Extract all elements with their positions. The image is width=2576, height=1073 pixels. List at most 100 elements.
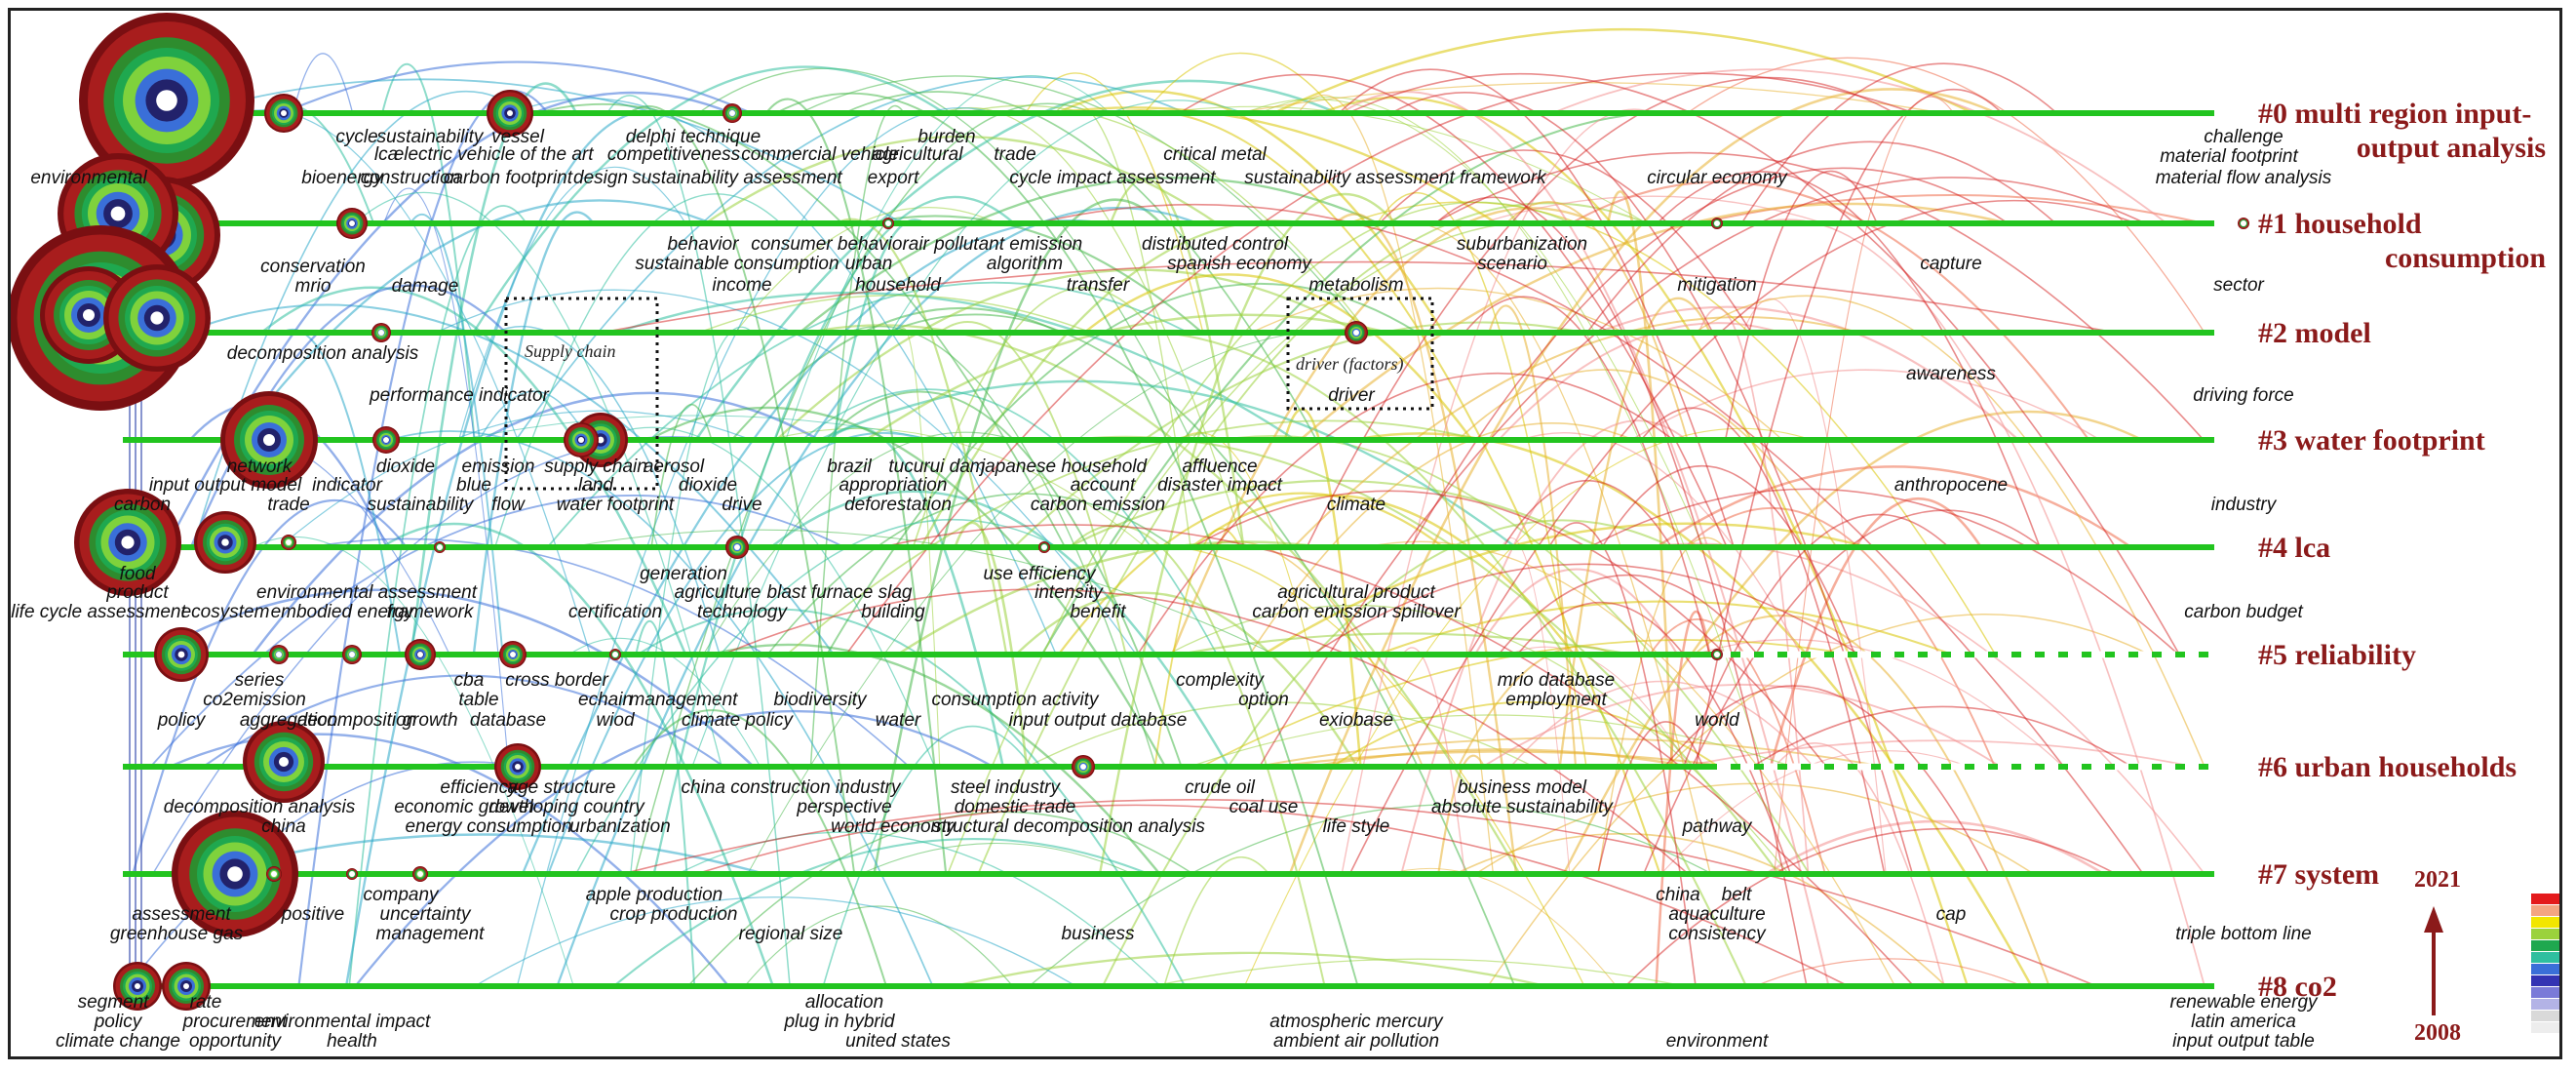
keyword-node[interactable] — [113, 962, 162, 1011]
keyword-node[interactable] — [243, 721, 325, 803]
keyword-node[interactable] — [1345, 321, 1368, 344]
keyword-node[interactable] — [1072, 755, 1095, 778]
keyword-label: consistency — [1668, 924, 1767, 944]
citation-arc — [860, 842, 1133, 875]
citation-arc — [954, 521, 1029, 768]
citation-arc — [1464, 296, 1711, 656]
citation-arc — [292, 53, 354, 114]
keyword-node[interactable] — [346, 868, 358, 880]
keyword-node[interactable] — [609, 649, 621, 660]
keyword-node[interactable] — [1711, 218, 1723, 229]
keyword-node[interactable] — [1038, 541, 1050, 553]
citation-arc — [606, 95, 791, 987]
keyword-node[interactable] — [722, 103, 742, 123]
citation-arc — [1057, 492, 1444, 656]
citation-arc — [1597, 536, 1726, 875]
keyword-label: developing country — [488, 797, 645, 817]
citation-arc — [1694, 615, 2050, 987]
keyword-node[interactable] — [487, 90, 533, 137]
citation-arc — [695, 804, 1850, 987]
keyword-label: positive — [281, 904, 344, 925]
keyword-node[interactable] — [336, 208, 368, 239]
citation-arc — [494, 193, 782, 548]
citation-arc — [1338, 68, 1735, 548]
keyword-label: life style — [1323, 816, 1390, 837]
keyword-label: ambient air pollution — [1273, 1031, 1439, 1052]
citation-arc — [1152, 958, 1685, 987]
supply-chain-box — [504, 297, 659, 491]
citation-arc — [960, 104, 1369, 334]
citation-arc — [1035, 203, 2144, 875]
legend-swatch — [2531, 940, 2559, 951]
keyword-node[interactable] — [564, 422, 599, 457]
keyword-label: cross border — [505, 670, 608, 691]
keyword-node[interactable] — [220, 391, 318, 489]
citation-arc — [818, 379, 1517, 548]
legend-swatch — [2531, 999, 2559, 1010]
citation-arc — [1389, 220, 1711, 875]
keyword-node[interactable] — [266, 866, 282, 882]
keyword-label: suburbanization — [1457, 234, 1587, 255]
keyword-node[interactable] — [494, 743, 541, 790]
citation-arc — [535, 103, 1067, 548]
keyword-node[interactable] — [1711, 649, 1723, 660]
citation-arc — [632, 709, 887, 987]
cluster-label: #3 water footprint — [2258, 424, 2485, 457]
keyword-node[interactable] — [342, 645, 362, 664]
keyword-node[interactable] — [154, 627, 209, 682]
keyword-label: climate policy — [682, 710, 795, 731]
keyword-node[interactable] — [103, 264, 211, 372]
citation-arc — [954, 951, 1547, 988]
keyword-label: distributed control — [1142, 234, 1289, 255]
keyword-node[interactable] — [79, 13, 254, 188]
citation-arc — [1348, 199, 2137, 875]
keyword-node[interactable] — [74, 489, 181, 596]
keyword-label: sector — [2213, 275, 2264, 296]
keyword-node[interactable] — [264, 94, 303, 133]
keyword-label: export — [868, 168, 920, 188]
citation-arc — [348, 205, 527, 987]
keyword-node[interactable] — [725, 536, 749, 559]
citation-arc — [546, 281, 1190, 548]
keyword-label: economic growth — [394, 797, 534, 817]
keyword-node[interactable] — [2238, 218, 2249, 229]
keyword-label: consumption activity — [931, 690, 1100, 710]
citation-arc — [1052, 106, 1498, 225]
citation-arc — [711, 643, 1161, 875]
keyword-node[interactable] — [882, 218, 894, 229]
keyword-node[interactable] — [434, 541, 446, 553]
keyword-node[interactable] — [281, 535, 296, 550]
citation-arc — [1656, 171, 2041, 548]
keyword-node[interactable] — [412, 866, 428, 882]
citation-arc — [1751, 705, 2132, 768]
keyword-label: echain — [578, 690, 633, 710]
keyword-label: apple production — [586, 885, 723, 905]
legend-swatch — [2531, 975, 2559, 986]
keyword-node[interactable] — [405, 639, 436, 670]
citation-arc — [1083, 273, 1473, 441]
keyword-node[interactable] — [172, 811, 298, 937]
citation-arc — [1365, 540, 1896, 987]
legend-color-scale — [2531, 894, 2559, 1033]
keyword-label: lca — [374, 144, 398, 165]
keyword-node[interactable] — [269, 645, 289, 664]
legend-swatch — [2531, 952, 2559, 963]
citation-arc — [389, 430, 934, 987]
citation-arc — [1482, 684, 2002, 768]
keyword-node[interactable] — [371, 323, 391, 342]
citation-arc — [1163, 856, 1270, 987]
keyword-node[interactable] — [194, 511, 256, 574]
keyword-label: world — [1695, 710, 1740, 731]
citation-arc — [1588, 488, 2179, 656]
keyword-label: complexity — [1176, 670, 1265, 691]
keyword-node[interactable] — [162, 962, 211, 1011]
keyword-node[interactable] — [499, 641, 527, 668]
keyword-label: burden — [917, 127, 975, 147]
keyword-node[interactable] — [372, 426, 400, 454]
keyword-label: climate — [1327, 495, 1386, 515]
citation-arc — [1630, 369, 2101, 441]
citation-arc — [744, 905, 1014, 987]
citation-arc — [1695, 88, 2003, 768]
citation-arc — [511, 98, 1057, 656]
keyword-label: china construction industry — [682, 777, 902, 798]
